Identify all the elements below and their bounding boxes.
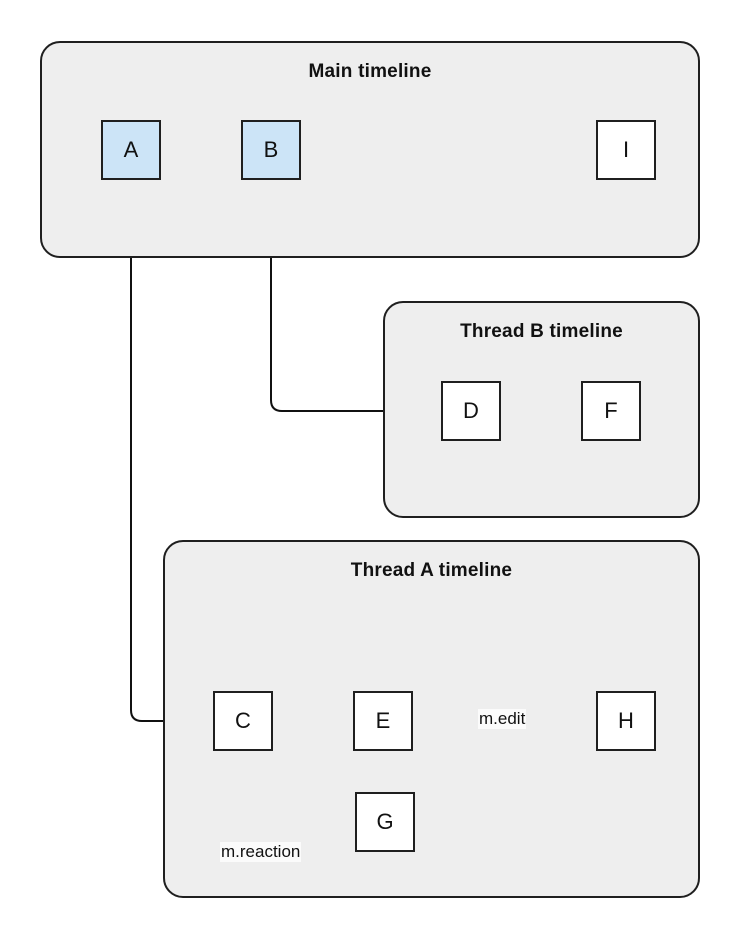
event-node-a-label: A: [123, 137, 139, 162]
event-node-e[interactable]: E: [353, 691, 413, 751]
edge-d-to-b: [267, 191, 441, 412]
event-node-d-label: D: [463, 398, 479, 423]
event-node-a[interactable]: A: [101, 120, 161, 180]
event-node-c[interactable]: C: [213, 691, 273, 751]
edge-c-to-a: [127, 191, 213, 722]
event-node-g[interactable]: G: [355, 792, 415, 852]
group-thread-b-timeline-title: Thread B timeline: [460, 321, 623, 342]
edge-label-m-reaction: m.reaction: [220, 842, 302, 862]
event-node-d[interactable]: D: [441, 381, 501, 441]
edge-label-m-edit: m.edit: [478, 709, 527, 729]
event-node-b[interactable]: B: [241, 120, 301, 180]
event-node-i-label: I: [622, 137, 630, 162]
event-node-e-label: E: [375, 708, 391, 733]
event-node-h-label: H: [618, 708, 634, 733]
group-thread-b-timeline[interactable]: Thread B timeline: [383, 301, 700, 518]
group-main-timeline-title: Main timeline: [308, 61, 432, 82]
group-main-timeline[interactable]: Main timeline: [40, 41, 700, 258]
event-node-g-label: G: [376, 809, 394, 834]
event-node-f[interactable]: F: [581, 381, 641, 441]
event-node-b-label: B: [263, 137, 279, 162]
group-thread-a-timeline-title: Thread A timeline: [350, 560, 513, 581]
event-node-f-label: F: [604, 398, 618, 423]
event-node-c-label: C: [235, 708, 251, 733]
event-node-i[interactable]: I: [596, 120, 656, 180]
event-node-h[interactable]: H: [596, 691, 656, 751]
